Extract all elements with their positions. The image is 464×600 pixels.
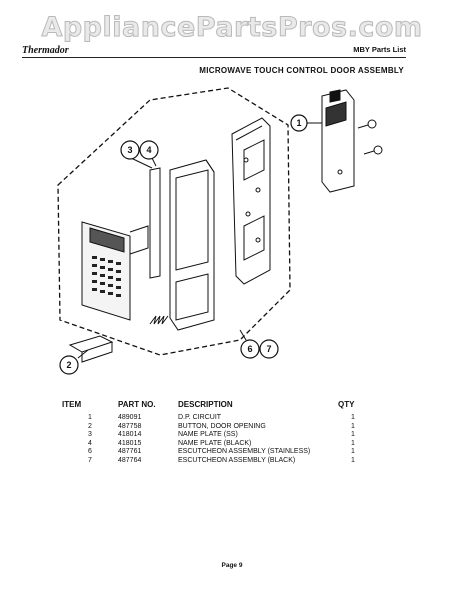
row-item: 6 bbox=[88, 448, 92, 455]
header-qty: QTY bbox=[338, 400, 355, 409]
spring bbox=[149, 315, 169, 325]
door-frame bbox=[169, 159, 215, 331]
row-part-no: 418014 bbox=[118, 431, 142, 438]
header-item: ITEM bbox=[62, 400, 82, 409]
row-item: 7 bbox=[88, 456, 92, 464]
page-number: Page 9 bbox=[221, 562, 243, 569]
table-row: 3 418014 NAME PLATE (SS) 1 bbox=[62, 431, 368, 440]
table-row: 6 487761 ESCUTCHEON ASSEMBLY (STAINLESS)… bbox=[62, 448, 368, 457]
callout-label-1: 1 bbox=[296, 118, 301, 128]
callout-label-2: 2 bbox=[66, 360, 71, 370]
callout-label-7: 7 bbox=[266, 344, 271, 354]
table-row: 2 487758 BUTTON, DOOR OPENING 1 bbox=[62, 423, 368, 432]
table-row: 1 489091 D.P. CIRCUIT 1 bbox=[62, 414, 368, 423]
row-description: ESCUTCHEON ASSEMBLY (BLACK) bbox=[178, 456, 296, 464]
row-item: 3 bbox=[88, 431, 92, 438]
row-qty: 1 bbox=[351, 439, 355, 447]
callout-label-4: 4 bbox=[146, 145, 151, 155]
row-item: 1 bbox=[88, 414, 92, 421]
row-qty: 1 bbox=[351, 456, 355, 464]
exploded-parts-diagram: 1 2 3 4 6 7 bbox=[57, 87, 383, 375]
callout-7 bbox=[259, 339, 279, 359]
watermark: AppliancePartsPros.com bbox=[41, 12, 423, 44]
name-plate bbox=[149, 167, 161, 279]
parts-table-header: ITEM PART NO. DESCRIPTION QTY bbox=[62, 400, 368, 414]
row-item: 4 bbox=[88, 439, 92, 447]
row-description: D.P. CIRCUIT bbox=[178, 414, 222, 421]
callout-2 bbox=[59, 355, 79, 375]
brand-logo: Thermador bbox=[22, 45, 69, 56]
control-bracket bbox=[231, 117, 271, 285]
row-part-no: 489091 bbox=[118, 414, 142, 421]
row-description: NAME PLATE (BLACK) bbox=[178, 439, 252, 447]
header-part-no: PART NO. bbox=[118, 400, 156, 409]
row-part-no: 487758 bbox=[118, 422, 142, 430]
callout-6 bbox=[240, 339, 260, 359]
escutcheon-panel bbox=[81, 221, 149, 321]
parts-table: ITEM PART NO. DESCRIPTION QTY 1 489091 D… bbox=[62, 400, 368, 465]
row-qty: 1 bbox=[351, 414, 355, 421]
row-part-no: 487761 bbox=[118, 448, 142, 455]
row-description: NAME PLATE (SS) bbox=[178, 431, 238, 438]
callout-label-3: 3 bbox=[127, 145, 132, 155]
document-reference: MBY Parts List bbox=[353, 45, 406, 54]
callout-label-6: 6 bbox=[247, 344, 252, 354]
row-item: 2 bbox=[88, 422, 92, 430]
row-qty: 1 bbox=[351, 422, 355, 430]
callout-4 bbox=[139, 140, 159, 160]
dp-circuit-board bbox=[321, 89, 355, 193]
door-button bbox=[68, 335, 114, 363]
assembly-boundary bbox=[57, 87, 291, 356]
row-part-no: 487764 bbox=[118, 456, 142, 464]
screw-2 bbox=[363, 145, 383, 155]
header-rule bbox=[22, 57, 406, 58]
row-description: BUTTON, DOOR OPENING bbox=[178, 422, 266, 430]
row-qty: 1 bbox=[351, 431, 355, 438]
callout-1 bbox=[290, 114, 308, 132]
section-title: MICROWAVE TOUCH CONTROL DOOR ASSEMBLY bbox=[199, 66, 404, 75]
table-row: 4 418015 NAME PLATE (BLACK) 1 bbox=[62, 440, 368, 449]
table-row: 7 487764 ESCUTCHEON ASSEMBLY (BLACK) 1 bbox=[62, 457, 368, 466]
row-qty: 1 bbox=[351, 448, 355, 455]
header-description: DESCRIPTION bbox=[178, 400, 233, 409]
screw-1 bbox=[357, 119, 377, 129]
row-part-no: 418015 bbox=[118, 439, 142, 447]
row-description: ESCUTCHEON ASSEMBLY (STAINLESS) bbox=[178, 448, 311, 455]
callout-3 bbox=[120, 140, 140, 160]
